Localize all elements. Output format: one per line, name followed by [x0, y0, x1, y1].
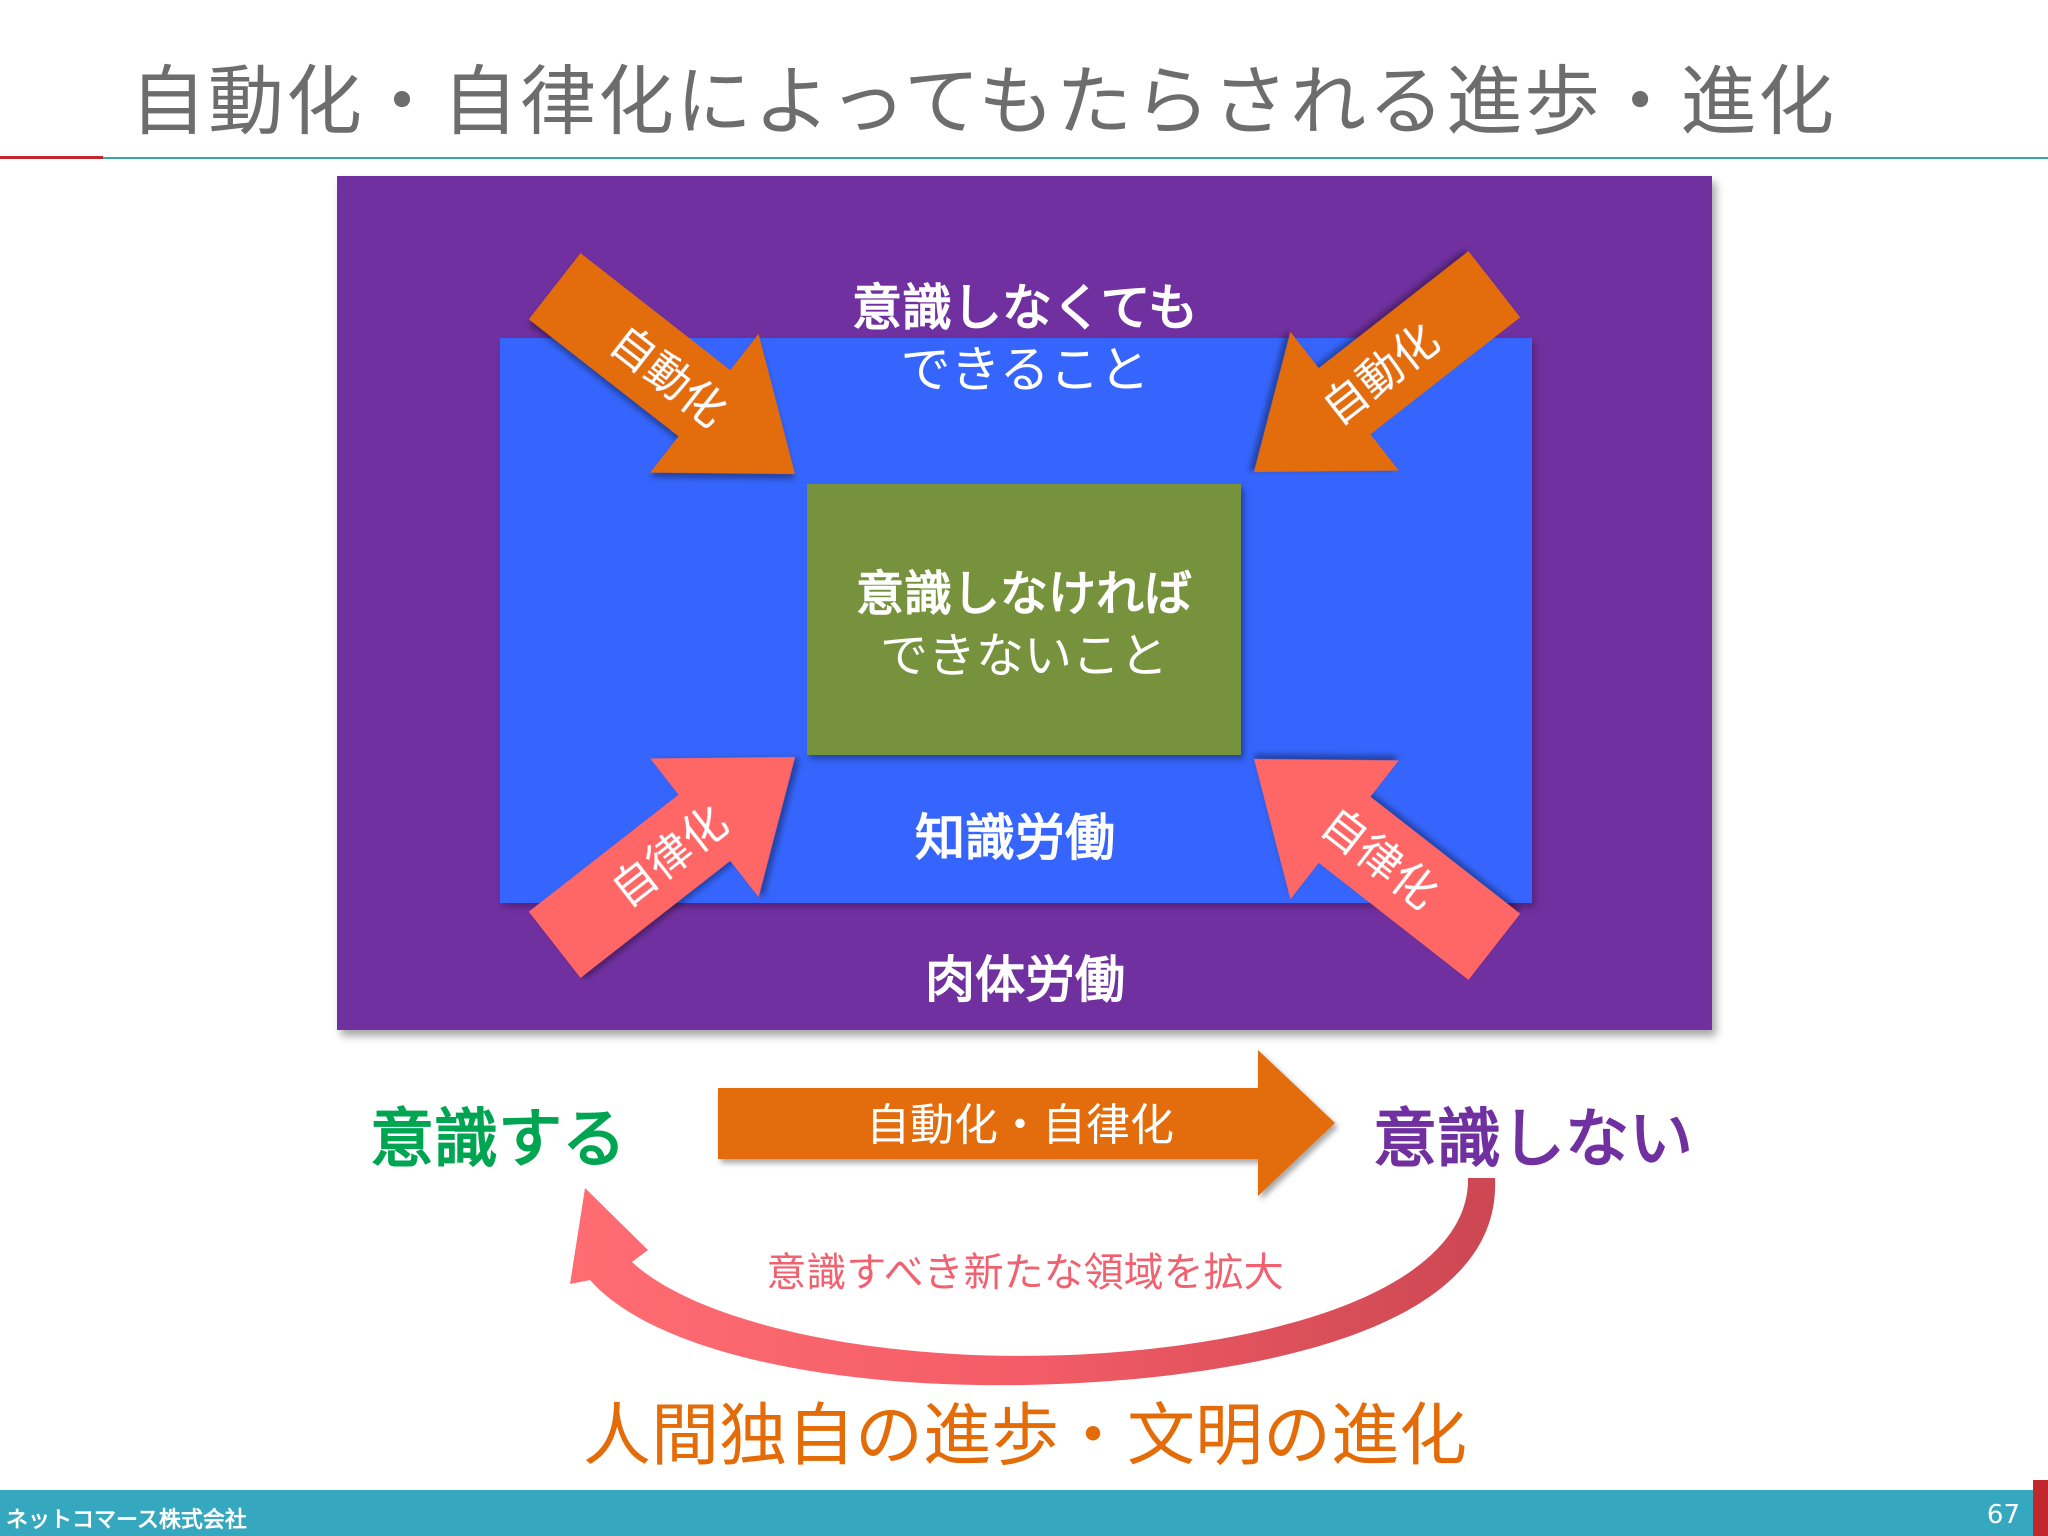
footer-accent — [2033, 1480, 2048, 1536]
unconscious-zone-line1: 意識しなくても — [852, 279, 1198, 337]
return-curve-arrow — [570, 1178, 1496, 1386]
physical-labor-label: 肉体労働 — [925, 951, 1125, 1009]
flow-arrow-shape — [718, 1050, 1335, 1196]
arrow-top-left-shape — [528, 253, 795, 474]
flow-arrow-label: 自動化・自律化 — [866, 1100, 1174, 1151]
unconscious-label: 意識しない — [1373, 1103, 1693, 1177]
title-rule — [103, 157, 2048, 159]
page-number: 67 — [1986, 1500, 2020, 1530]
expand-domain-label: 意識すべき新たな領域を拡大 — [766, 1250, 1284, 1296]
conscious-task-box — [807, 484, 1241, 755]
title-rule-accent — [0, 156, 103, 159]
arrow-bottom-right-shape — [1254, 759, 1521, 980]
company-name: ネットコマース株式会社 — [6, 1508, 247, 1533]
knowledge-labor-label: 知識労働 — [915, 809, 1115, 867]
unconscious-zone-line2: できること — [900, 341, 1150, 399]
arrow-top-right-shape — [1254, 251, 1521, 472]
arrow-bottom-left-shape — [528, 757, 795, 978]
footer-bar — [0, 1490, 2048, 1536]
conscious-task-line2: できないこと — [879, 628, 1168, 684]
conclusion-text: 人間独自の進歩・文明の進化 — [582, 1397, 1467, 1476]
page-title: 自動化・自律化によってもたらされる進歩・進化 — [130, 57, 1837, 146]
conscious-task-line1: 意識しなければ — [855, 566, 1192, 622]
conscious-label: 意識する — [370, 1103, 626, 1177]
